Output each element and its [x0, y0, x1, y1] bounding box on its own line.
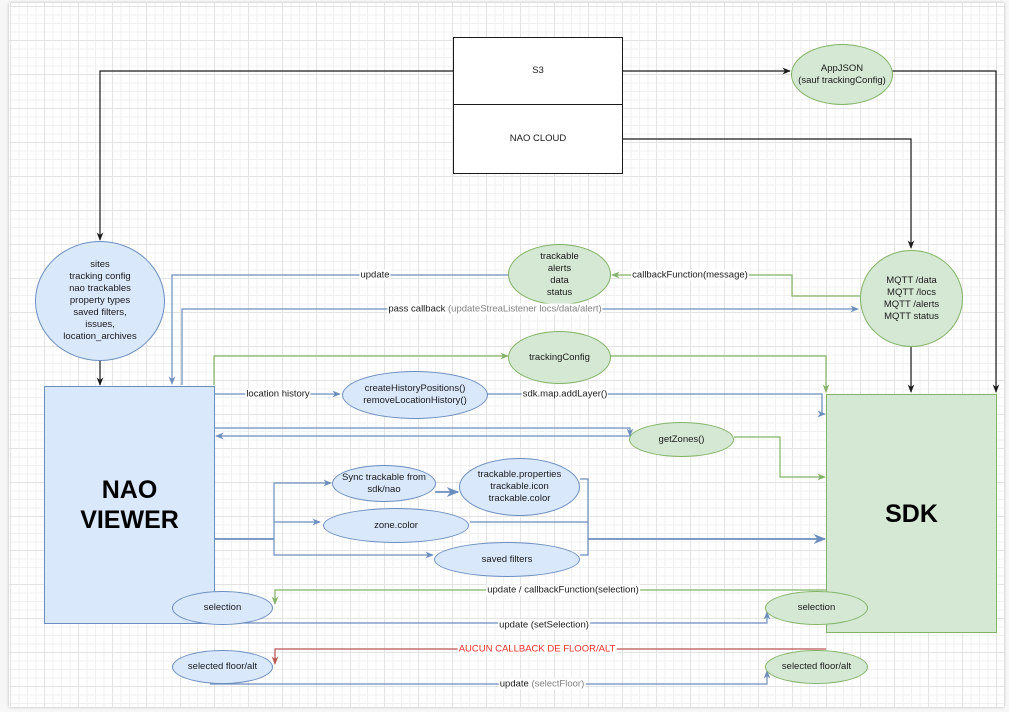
callback-message-label: callbackFunction(message)	[631, 269, 749, 281]
set-selection-label: update (setSelection)	[498, 619, 590, 631]
edge-viewer-to-getzones	[214, 427, 634, 437]
sdk-selection-node[interactable]: selection	[765, 591, 868, 625]
update-label: update	[359, 269, 391, 281]
diagram-canvas: S3 NAO CLOUD AppJSON (sauf trackingConfi…	[9, 3, 1004, 707]
tracking-config-node[interactable]: trackingConfig	[508, 331, 611, 384]
mqtt-node[interactable]: MQTT /data MQTT /locs MQTT /alerts MQTT …	[860, 250, 963, 347]
edge-getzones-to-sdk	[734, 436, 826, 481]
pass-callback-text: pass callback	[388, 303, 448, 315]
edge-s3-to-nao-data	[96, 70, 453, 241]
edge-selection-callback	[271, 589, 826, 605]
zone-color-node[interactable]: zone.color	[323, 508, 469, 543]
viewer-floor-node[interactable]: selected floor/alt	[172, 650, 273, 684]
location-history-label: location history	[245, 388, 311, 400]
edge-add-layer	[487, 393, 826, 418]
nao-viewer-box[interactable]: NAO VIEWER	[44, 386, 215, 624]
viewer-selection-node[interactable]: selection	[172, 591, 273, 625]
no-floor-callback-label: AUCUN CALLBACK DE FLOOR/ALT	[457, 643, 617, 655]
nao-cloud-box[interactable]: NAO CLOUD	[453, 104, 623, 174]
edge-appjson-to-sdk	[892, 70, 1000, 393]
edge-to-saved-filters	[273, 539, 434, 559]
edge-cloud-to-mqtt	[622, 138, 915, 249]
pass-callback-label: pass callback (updateStreaListener locs/…	[387, 303, 603, 315]
pass-callback-detail: (updateStreaListener locs/data/alert)	[448, 303, 602, 315]
edge-update-stream-to-viewer	[168, 274, 509, 385]
add-layer-label: sdk.map.addLayer()	[521, 388, 609, 400]
selection-callback-label: update / callbackFunction(selection)	[486, 584, 640, 596]
edge-set-selection	[210, 611, 771, 624]
edge-select-floor	[210, 670, 771, 685]
sync-trackable-node[interactable]: Sync trackable from sdk/nao	[332, 465, 436, 502]
edge-no-floor-callback	[271, 648, 826, 665]
trackable-props-node[interactable]: trackable.properties trackable.icon trac…	[459, 458, 580, 516]
getzones-node[interactable]: getZones()	[629, 422, 734, 457]
s3-box[interactable]: S3	[453, 37, 623, 105]
select-floor-text: update	[499, 678, 532, 690]
select-floor-label: update (selectFloor)	[498, 678, 586, 690]
select-floor-detail: (selectFloor)	[531, 678, 585, 690]
edge-pass-callback	[181, 305, 859, 385]
saved-filters-node[interactable]: saved filters	[434, 542, 580, 577]
edge-props-join	[470, 478, 589, 556]
history-node[interactable]: createHistoryPositions() removeLocationH…	[342, 371, 488, 419]
edge-viewer-to-trackingconfig	[213, 352, 509, 385]
sdk-box[interactable]: SDK	[826, 394, 997, 633]
edge-to-sync	[273, 479, 332, 539]
trackable-stream-node[interactable]: trackable alerts data status	[508, 244, 611, 305]
edge-trackingconfig-to-sdk	[610, 355, 830, 393]
appjson-node[interactable]: AppJSON (sauf trackingConfig)	[791, 44, 893, 105]
sdk-floor-node[interactable]: selected floor/alt	[765, 650, 868, 684]
nao-data-node[interactable]: sites tracking config nao trackables pro…	[35, 241, 165, 361]
